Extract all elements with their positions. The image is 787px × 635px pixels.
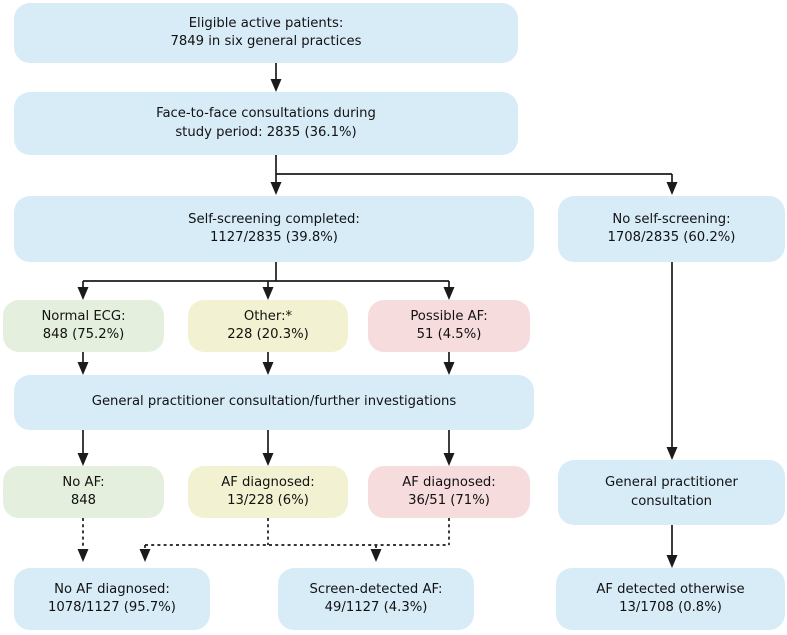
arrowhead-icon bbox=[370, 549, 382, 562]
node-gp-consultation-investigations[interactable]: General practitioner consultation/furthe… bbox=[14, 375, 534, 430]
arrowhead-icon bbox=[443, 287, 455, 300]
node-screen-detected-af[interactable]: Screen-detected AF: 49/1127 (4.3%) bbox=[278, 568, 474, 630]
arrowhead-icon bbox=[270, 182, 282, 195]
arrowhead-icon bbox=[77, 287, 89, 300]
arrowhead-icon bbox=[666, 182, 678, 195]
arrowhead-icon bbox=[77, 549, 89, 562]
node-af-diagnosed-other[interactable]: AF diagnosed: 13/228 (6%) bbox=[188, 466, 348, 518]
arrowhead-icon bbox=[443, 362, 455, 375]
node-no-af[interactable]: No AF: 848 bbox=[3, 466, 164, 518]
node-no-self-screening[interactable]: No self-screening: 1708/2835 (60.2%) bbox=[558, 196, 785, 262]
node-gp-consultation-right[interactable]: General practitioner consultation bbox=[558, 460, 785, 525]
arrowhead-icon bbox=[443, 453, 455, 466]
arrowhead-icon bbox=[666, 555, 678, 568]
arrowhead-icon bbox=[262, 453, 274, 466]
arrowhead-icon bbox=[139, 549, 151, 562]
node-face-to-face-consultations[interactable]: Face-to-face consultations during study … bbox=[14, 92, 518, 155]
node-no-af-diagnosed[interactable]: No AF diagnosed: 1078/1127 (95.7%) bbox=[14, 568, 210, 630]
node-possible-af[interactable]: Possible AF: 51 (4.5%) bbox=[368, 300, 530, 352]
node-af-detected-otherwise[interactable]: AF detected otherwise 13/1708 (0.8%) bbox=[556, 568, 785, 630]
arrowhead-icon bbox=[262, 287, 274, 300]
node-self-screening-completed[interactable]: Self-screening completed: 1127/2835 (39.… bbox=[14, 196, 534, 262]
node-normal-ecg[interactable]: Normal ECG: 848 (75.2%) bbox=[3, 300, 164, 352]
node-af-diagnosed-possible[interactable]: AF diagnosed: 36/51 (71%) bbox=[368, 466, 530, 518]
node-other[interactable]: Other:* 228 (20.3%) bbox=[188, 300, 348, 352]
arrowhead-icon bbox=[262, 362, 274, 375]
arrowhead-icon bbox=[270, 79, 282, 92]
arrowhead-icon bbox=[77, 362, 89, 375]
arrowhead-icon bbox=[666, 447, 678, 460]
node-eligible-patients[interactable]: Eligible active patients: 7849 in six ge… bbox=[14, 3, 518, 63]
arrowhead-icon bbox=[77, 453, 89, 466]
